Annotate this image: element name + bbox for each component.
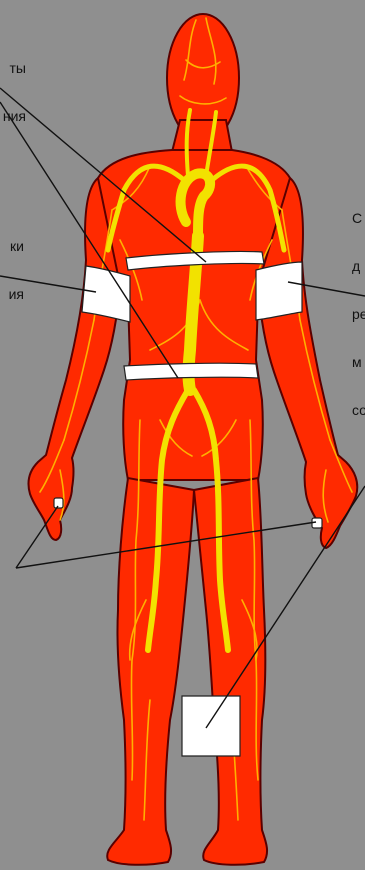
label-line: м: [352, 354, 365, 370]
tourniquet-leg: [182, 696, 240, 756]
label-line: ния: [0, 108, 26, 124]
label-right: С д ре м со: [352, 178, 365, 450]
left-arm: [28, 178, 120, 540]
label-top-left: ты ния: [0, 28, 26, 156]
label-line: д: [352, 258, 365, 274]
neck: [172, 120, 232, 152]
label-line: ты: [0, 60, 26, 76]
label-line: ия: [0, 286, 24, 302]
label-line: С: [352, 210, 365, 226]
right-arm: [258, 178, 357, 548]
tourniquet-right-arm: [256, 262, 302, 320]
label-line: ре: [352, 306, 365, 322]
label-middle-left: ки ия: [0, 206, 24, 334]
label-line: ки: [0, 238, 24, 254]
tourniquet-left-arm: [82, 266, 130, 322]
left-leg: [107, 478, 194, 865]
tourniquet-waist: [124, 363, 258, 380]
label-line: со: [352, 402, 365, 418]
